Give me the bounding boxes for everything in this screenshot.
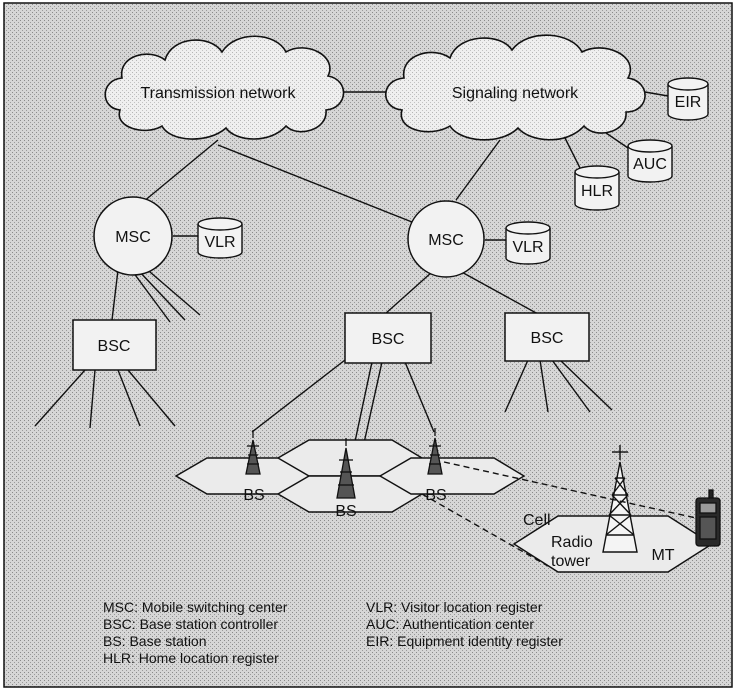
- bsc-left-label: BSC: [98, 338, 131, 355]
- vlr-left-database-icon: VLR: [197, 217, 243, 259]
- cell-right: [378, 457, 526, 495]
- legend-item: HLR: Home location register: [103, 650, 279, 666]
- bsc-left-node: BSC: [72, 319, 157, 371]
- legend-item: BS: Base station: [103, 633, 207, 649]
- hlr-label: HLR: [581, 183, 613, 200]
- bs-center-label: BS: [335, 503, 356, 520]
- vlr-right-database-icon: VLR: [505, 221, 551, 265]
- transmission-network-label: Transmission network: [140, 85, 296, 102]
- legend-item: MSC: Mobile switching center: [103, 599, 288, 615]
- bsc-right-node: BSC: [504, 312, 590, 362]
- bsc-center-label: BSC: [372, 331, 405, 348]
- dashed-links: [421, 461, 697, 567]
- vlr-left-label: VLR: [204, 234, 235, 251]
- cell-label: Cell: [523, 512, 551, 529]
- msc-left-label: MSC: [115, 229, 151, 246]
- msc-right-label: MSC: [428, 232, 464, 249]
- radio-tower-label-line1: Radio: [551, 534, 593, 551]
- mobile-terminal-icon: [695, 489, 721, 547]
- legend: MSC: Mobile switching center BSC: Base s…: [103, 599, 563, 666]
- bs-tower-center-icon: [336, 438, 356, 499]
- bsc-right-label: BSC: [531, 330, 564, 347]
- eir-database-icon: EIR: [667, 77, 709, 121]
- vlr-right-label: VLR: [512, 239, 543, 256]
- legend-item: BSC: Base station controller: [103, 616, 278, 632]
- radio-tower-label-line2: tower: [551, 553, 591, 570]
- eir-label: EIR: [675, 94, 702, 111]
- mt-label: MT: [651, 547, 674, 564]
- legend-item: VLR: Visitor location register: [366, 599, 543, 615]
- transmission-network-cloud: Transmission network: [104, 35, 345, 140]
- auc-label: AUC: [633, 156, 667, 173]
- radio-tower-icon: [602, 445, 638, 553]
- auc-database-icon: AUC: [627, 139, 673, 183]
- msc-left-node: MSC: [93, 196, 173, 276]
- bs-left-label: BS: [243, 487, 264, 504]
- hlr-database-icon: HLR: [574, 165, 620, 211]
- bs-tower-right-icon: [427, 428, 443, 475]
- connection-lines: [34, 91, 669, 471]
- signaling-network-label: Signaling network: [452, 85, 579, 102]
- msc-right-node: MSC: [407, 200, 485, 278]
- bs-tower-left-icon: [245, 430, 261, 475]
- legend-item: EIR: Equipment identity register: [366, 633, 563, 649]
- signaling-network-cloud: Signaling network: [385, 34, 646, 141]
- legend-item: AUC: Authentication center: [366, 616, 534, 632]
- bsc-center-node: BSC: [344, 312, 432, 364]
